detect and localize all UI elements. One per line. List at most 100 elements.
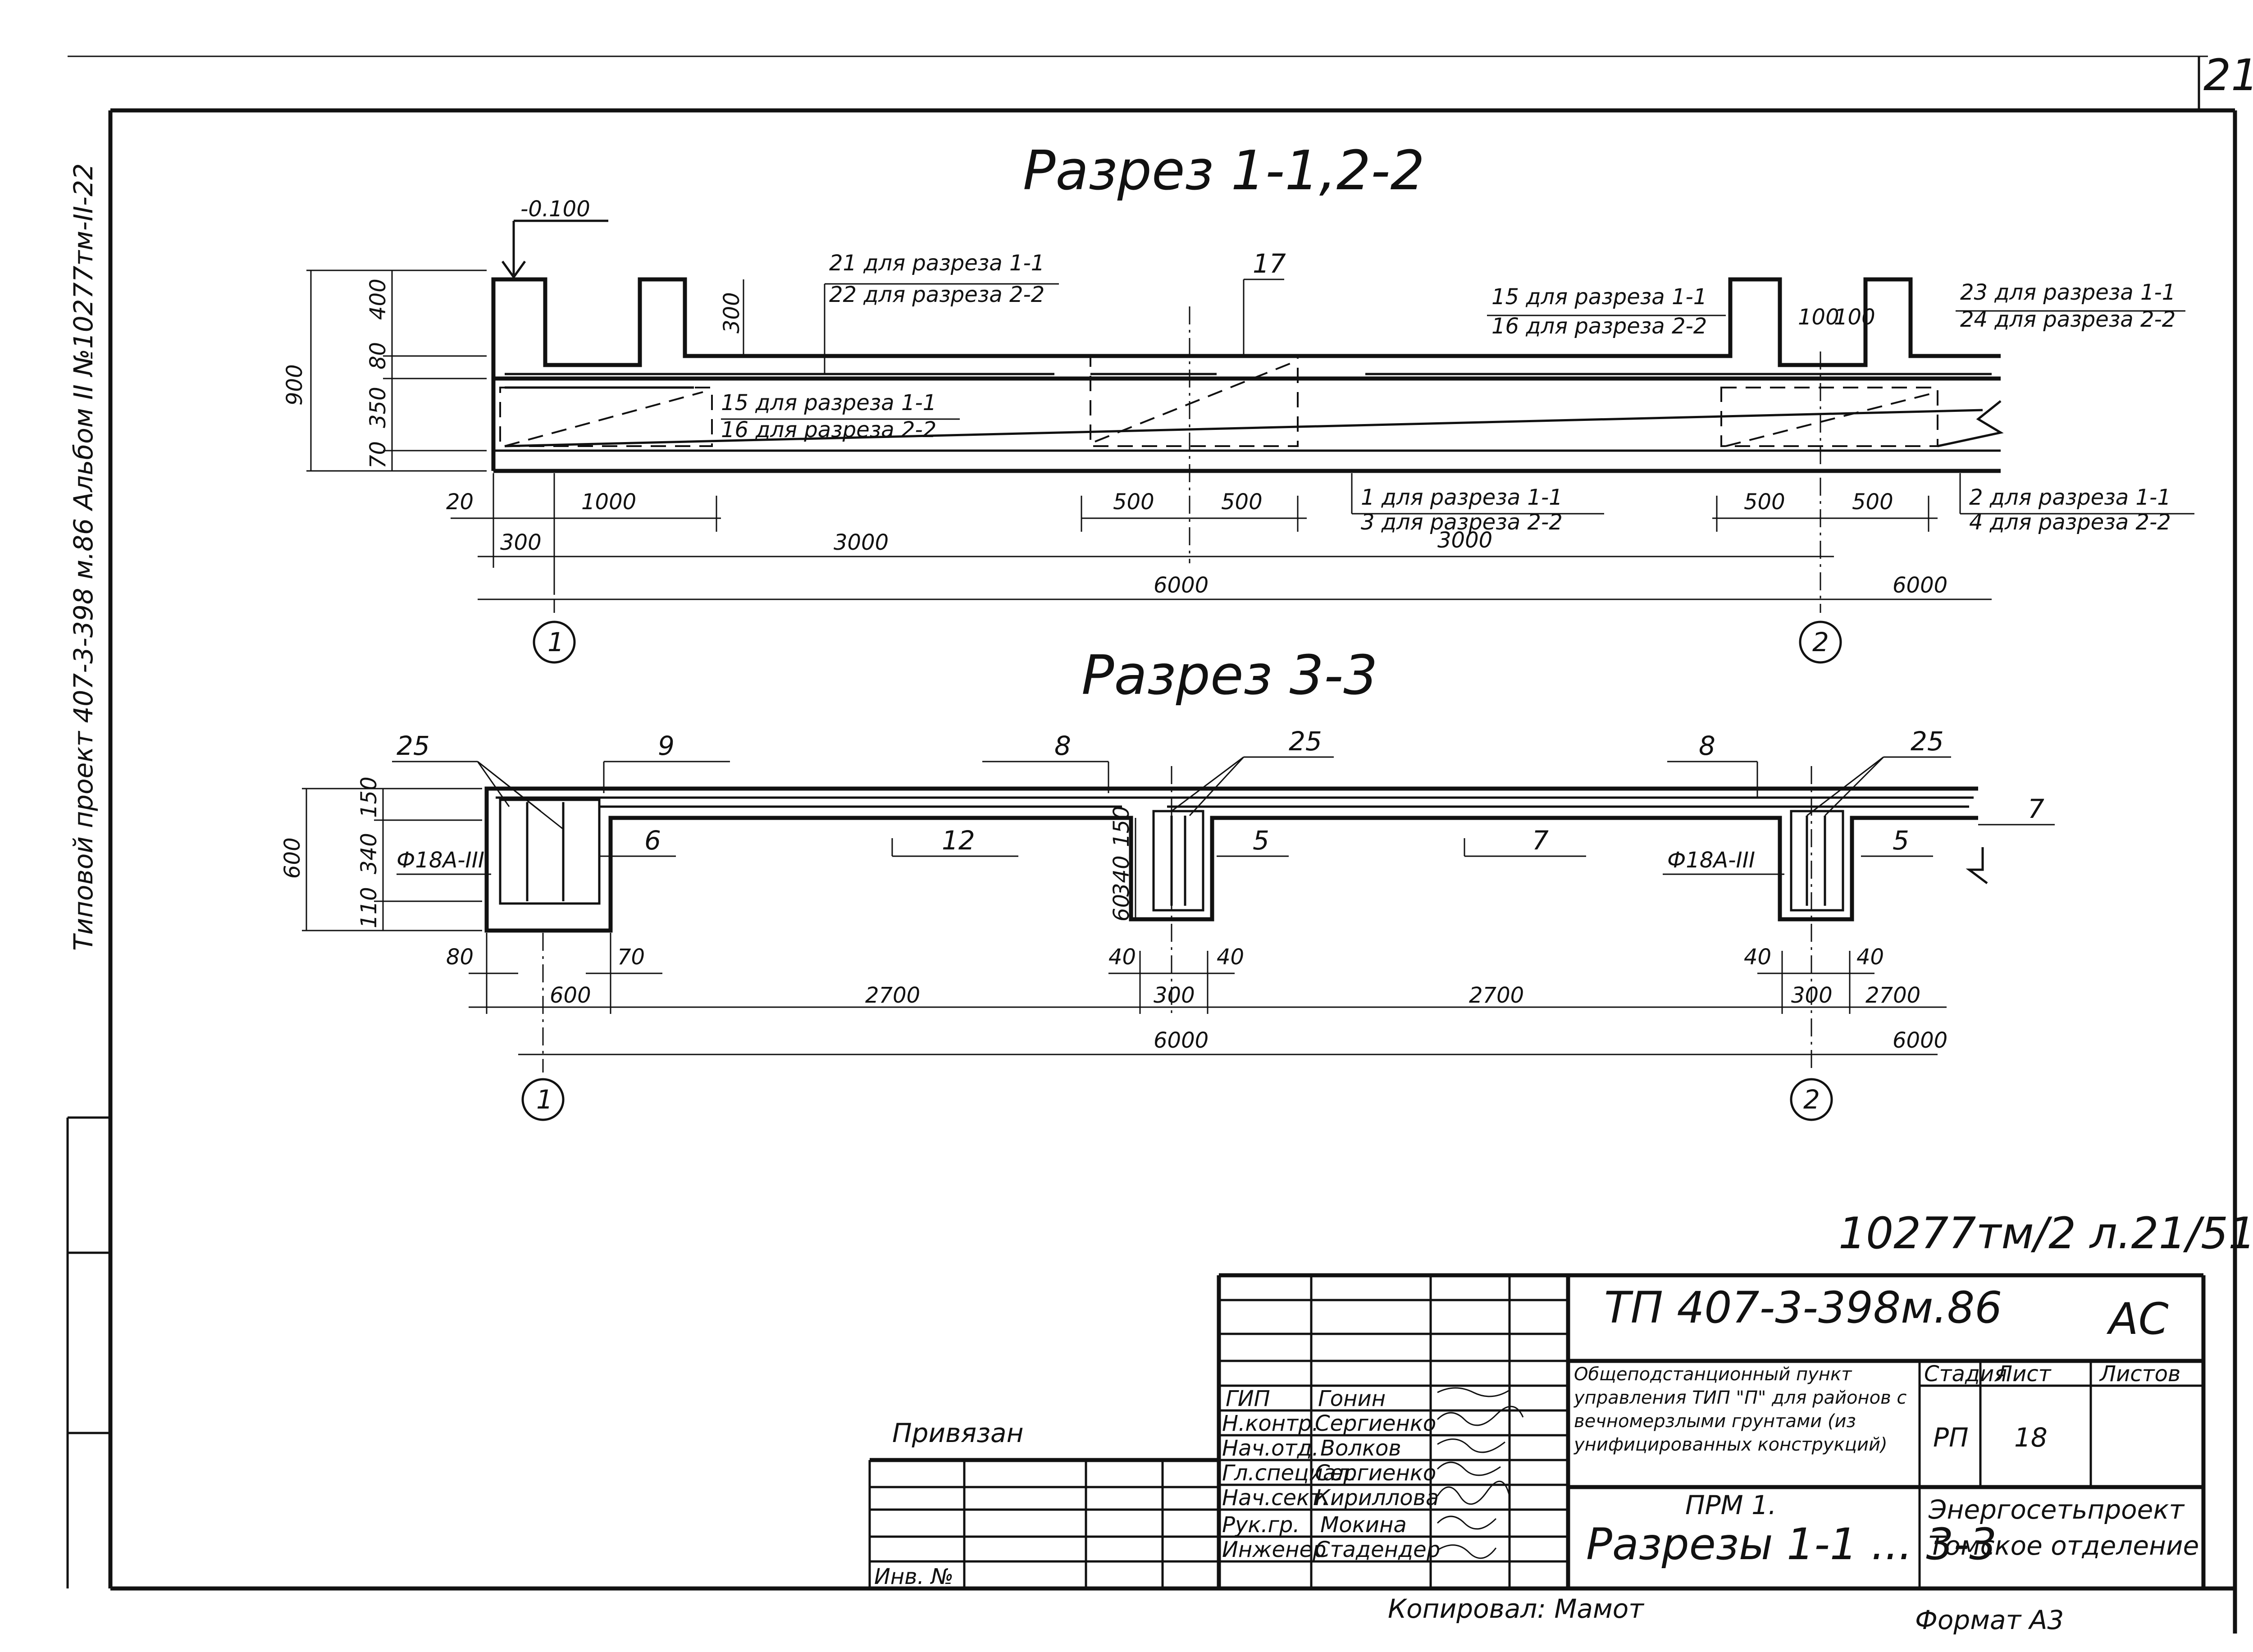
- section3-v-dims: [302, 788, 1136, 931]
- axis-bubble-1-s1: [533, 621, 576, 664]
- dim-3000-b: 3000: [1437, 528, 1492, 553]
- callout-25c: 25: [1911, 726, 1944, 757]
- dim-2700-c: 2700: [1865, 983, 1920, 1008]
- sheet-value: 18: [2014, 1422, 2048, 1453]
- dim-40-b: 40: [1217, 945, 1244, 970]
- copied-by: Копировал: Мамот: [1388, 1593, 1645, 1624]
- section-3-title: Разрез 3-3: [1081, 644, 1378, 707]
- bar-label-a: Ф18А-III: [397, 848, 484, 873]
- callout-23: 23 для разреза 1-1: [1960, 280, 2175, 305]
- dim-6000-c: 6000: [1154, 1028, 1209, 1053]
- project-code: ТП 407-3-398м.86: [1604, 1282, 2002, 1333]
- dim-300-h3: 300: [1154, 983, 1195, 1008]
- dim-340-v2: 340: [1109, 855, 1134, 897]
- dim-2700-a: 2700: [865, 983, 920, 1008]
- project-description: Общеподстанционный пункт управления ТИП …: [1574, 1364, 1907, 1455]
- dim-100-a: 100: [1798, 305, 1839, 330]
- dim-150-v2: 150: [1109, 806, 1134, 847]
- dim-340-v: 340: [356, 833, 382, 874]
- dim-600-v: 600: [280, 837, 305, 879]
- dim-300-h: 300: [500, 530, 542, 555]
- role-6: Инженер: [1222, 1537, 1326, 1562]
- sheet-format: Формат А3: [1915, 1605, 2064, 1635]
- callout-25b: 25: [1289, 726, 1322, 757]
- callout-7b: 7: [1532, 825, 1549, 856]
- dim-500-a: 500: [1113, 489, 1154, 515]
- dim-20: 20: [446, 489, 474, 515]
- axis-label-2-s3: 2: [1803, 1084, 1820, 1115]
- beam-section-3: [484, 786, 1988, 933]
- callout-22: 22 для разреза 2-2: [829, 282, 1044, 307]
- axis-bubble-2-s1: [1799, 621, 1842, 664]
- dim-60-v: 60: [1109, 894, 1134, 922]
- callout-15b: 15 для разреза 1-1: [1491, 284, 1707, 310]
- dim-40-c: 40: [1744, 945, 1771, 970]
- dim-100-b: 100: [1834, 305, 1875, 330]
- callout-12: 12: [942, 825, 975, 856]
- dim-6000-a: 6000: [1154, 573, 1209, 598]
- dim-6000-b: 6000: [1893, 573, 1947, 598]
- org-branch: Томское отделение: [1929, 1530, 2199, 1561]
- callout-16b: 16 для разреза 2-2: [1491, 314, 1707, 339]
- description-box: Общеподстанционный пункт управления ТИП …: [1574, 1364, 1907, 1455]
- dim-40-d: 40: [1856, 945, 1884, 970]
- stage-value: РП: [1933, 1422, 1969, 1453]
- elevation-mark: [501, 219, 608, 279]
- callout-5b: 5: [1893, 825, 1909, 856]
- axis-label-1-s1: 1: [547, 627, 564, 657]
- callout-8b: 8: [1699, 730, 1715, 761]
- org-name: Энергосетьпроект: [1928, 1494, 2185, 1525]
- archive-note: 10277тм/2 л.21/51: [1838, 1208, 2253, 1259]
- sheet-header: Лист: [1995, 1361, 2052, 1387]
- callout-16a: 16 для разреза 2-2: [721, 417, 936, 443]
- sheets-header: Листов: [2099, 1361, 2180, 1387]
- side-title: Типовой проект 407-3-398 м.86 Альбом II …: [68, 163, 99, 951]
- dim-70-h: 70: [617, 945, 645, 970]
- signatures-table: ГИП Гонин Н.контр. Сергиенко Нач.отд. Во…: [1222, 1386, 1524, 1562]
- drawing-mark: АС: [2106, 1294, 2169, 1344]
- callout-7a: 7: [2028, 794, 2044, 824]
- callout-21: 21 для разреза 1-1: [829, 251, 1044, 276]
- section1-leaders: [721, 278, 2194, 515]
- elevation-value: -0.100: [520, 196, 590, 222]
- axis-label-2-s1: 2: [1812, 627, 1829, 657]
- name-2: Волков: [1320, 1436, 1401, 1461]
- role-3: Гл.специал.: [1222, 1460, 1357, 1486]
- dim-500-d: 500: [1852, 489, 1893, 515]
- role-2: Нач.отд.: [1222, 1436, 1319, 1461]
- callout-9: 9: [658, 730, 675, 761]
- name-3: Сергиенко: [1315, 1460, 1436, 1486]
- dim-600-h: 600: [550, 983, 591, 1008]
- callout-4: 4 для разреза 2-2: [1969, 510, 2171, 535]
- name-4: Кириллова: [1315, 1485, 1439, 1511]
- section-1-title: Разрез 1-1,2-2: [1023, 140, 1425, 202]
- dim-2700-b: 2700: [1469, 983, 1524, 1008]
- name-0: Гонин: [1318, 1386, 1386, 1411]
- dim-500-c: 500: [1744, 489, 1785, 515]
- dim-350: 350: [365, 387, 391, 428]
- title-block-grid: [868, 1273, 2206, 1588]
- role-4: Нач.сект.: [1222, 1485, 1329, 1511]
- callout-3: 3 для разреза 2-2: [1361, 510, 1563, 535]
- axis-bubble-2-s3: [1790, 1078, 1833, 1121]
- section1-h-dims: [451, 306, 1992, 613]
- dim-70: 70: [365, 441, 391, 469]
- callout-24: 24 для разреза 2-2: [1960, 307, 2175, 332]
- beam-section-1: [491, 277, 2004, 473]
- callout-5a: 5: [1253, 825, 1269, 856]
- inv-label: Инв. №: [874, 1564, 953, 1589]
- name-1: Сергиенко: [1315, 1411, 1436, 1436]
- role-5: Рук.гр.: [1222, 1512, 1300, 1538]
- dim-6000-d: 6000: [1893, 1028, 1947, 1053]
- dim-500-b: 500: [1221, 489, 1263, 515]
- section3-leaders: [392, 756, 2055, 875]
- role-0: ГИП: [1226, 1386, 1270, 1411]
- dim-400: 400: [365, 278, 391, 320]
- dim-40-a: 40: [1108, 945, 1136, 970]
- sheet-frame: [66, 55, 2237, 1634]
- dim-1000: 1000: [581, 489, 636, 515]
- callout-1: 1 для разреза 1-1: [1361, 485, 1563, 510]
- dim-300: 300: [719, 292, 744, 333]
